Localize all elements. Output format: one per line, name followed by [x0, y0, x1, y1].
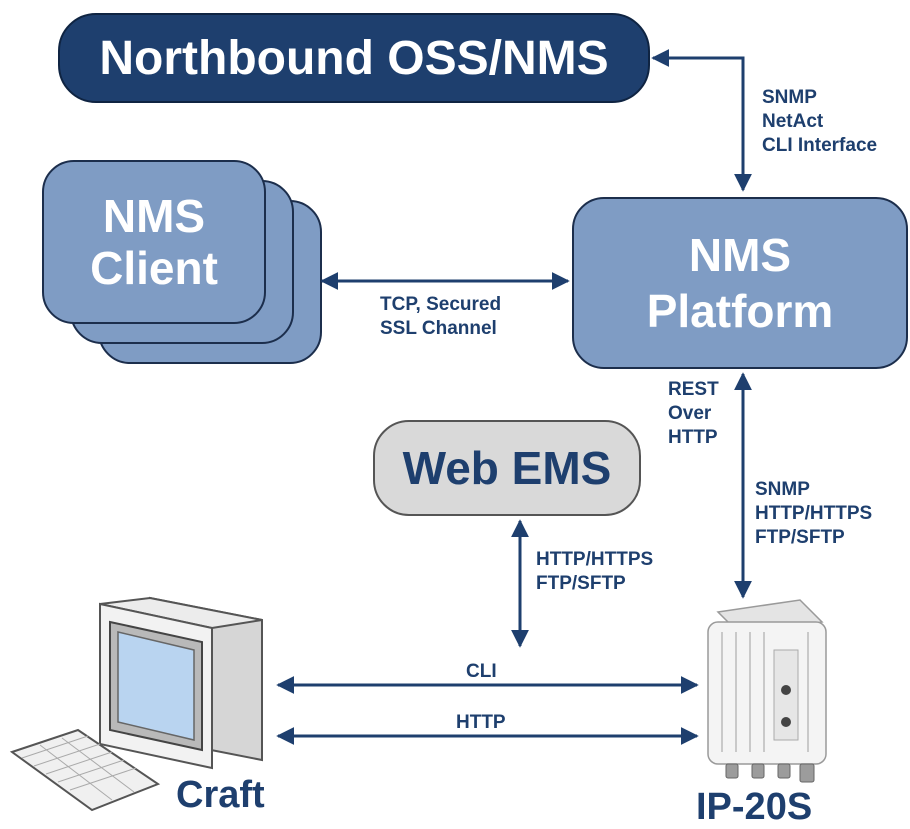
- northbound-oss-nms-box: Northbound OSS/NMS: [58, 13, 650, 103]
- nms-client-label-line2: Client: [90, 242, 218, 294]
- client-platform-labels: TCP, Secured SSL Channel: [380, 294, 502, 339]
- oss-platform-arrow: [651, 49, 752, 192]
- nms-platform-label-line1: NMS: [688, 229, 792, 281]
- cli-label: CLI: [466, 661, 497, 682]
- web-ems-label: Web EMS: [402, 442, 612, 494]
- platform-rest-labels: REST Over HTTP: [668, 379, 719, 448]
- northbound-oss-nms-label: Northbound OSS/NMS: [99, 31, 609, 85]
- craft-label: Craft: [176, 774, 265, 816]
- oss-platform-labels: SNMP NetAct CLI Interface: [762, 87, 878, 156]
- webems-craft-labels: HTTP/HTTPS FTP/SFTP: [536, 549, 654, 594]
- http-label: HTTP: [456, 712, 506, 733]
- web-ems-box: Web EMS: [373, 420, 641, 516]
- nms-platform-box: NMS Platform: [572, 197, 908, 369]
- nms-client-label-line1: NMS: [102, 190, 206, 242]
- ip20s-label: IP-20S: [696, 786, 813, 828]
- nms-client-box: NMS Client: [42, 160, 266, 324]
- nms-platform-label-line2: Platform: [646, 285, 834, 337]
- platform-ip20s-labels: SNMP HTTP/HTTPS FTP/SFTP: [755, 479, 873, 548]
